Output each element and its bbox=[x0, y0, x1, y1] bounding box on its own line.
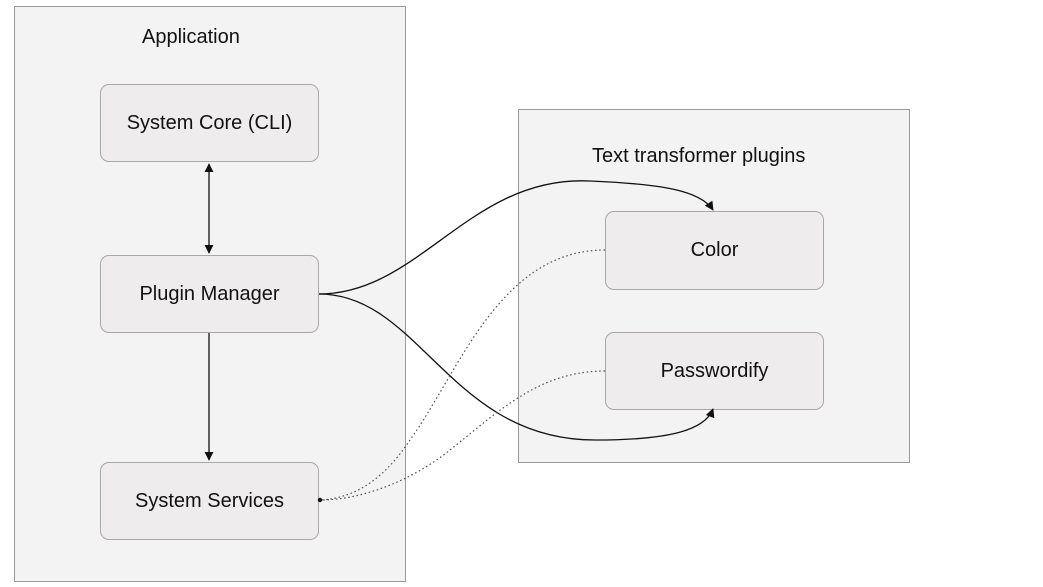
plugin-manager-node[interactable]: Plugin Manager bbox=[100, 255, 319, 333]
color-plugin-node[interactable]: Color bbox=[605, 211, 824, 290]
application-group-label: Application bbox=[142, 26, 240, 48]
system-core-node[interactable]: System Core (CLI) bbox=[100, 84, 319, 162]
passwordify-plugin-node[interactable]: Passwordify bbox=[605, 332, 824, 410]
plugins-group-label: Text transformer plugins bbox=[592, 145, 806, 167]
system-services-node[interactable]: System Services bbox=[100, 462, 319, 540]
